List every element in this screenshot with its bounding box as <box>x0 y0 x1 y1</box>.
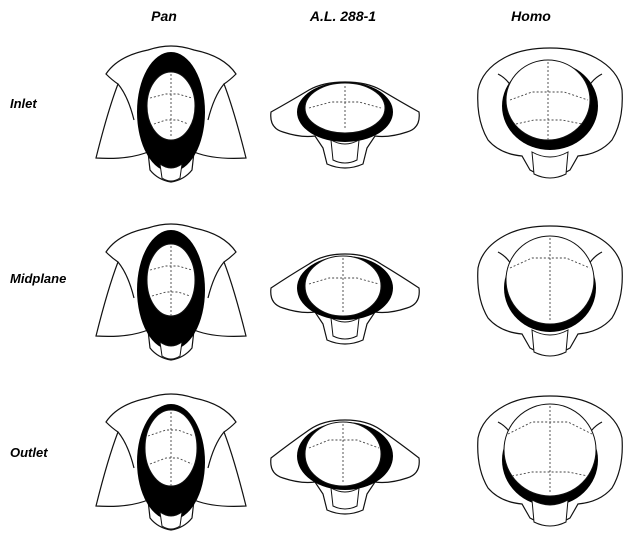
pelvis-pan-outlet <box>88 388 254 540</box>
column-label-al-288-1: A.L. 288-1 <box>273 8 413 24</box>
column-label-pan: Pan <box>94 8 234 24</box>
row-label-inlet: Inlet <box>10 96 37 111</box>
column-label-homo: Homo <box>461 8 601 24</box>
row-label-outlet: Outlet <box>10 445 48 460</box>
pelvis-homo-inlet <box>470 40 630 190</box>
pelvis-pan-inlet <box>88 40 254 192</box>
pelvis-homo-midplane <box>470 218 630 368</box>
pelvis-al-288-1-midplane <box>265 240 425 352</box>
pelvis-al-288-1-inlet <box>265 68 425 176</box>
pelvis-homo-outlet <box>470 388 630 538</box>
pelvis-pan-midplane <box>88 218 254 370</box>
row-label-midplane: Midplane <box>10 271 66 286</box>
pelvis-al-288-1-outlet <box>265 408 425 524</box>
